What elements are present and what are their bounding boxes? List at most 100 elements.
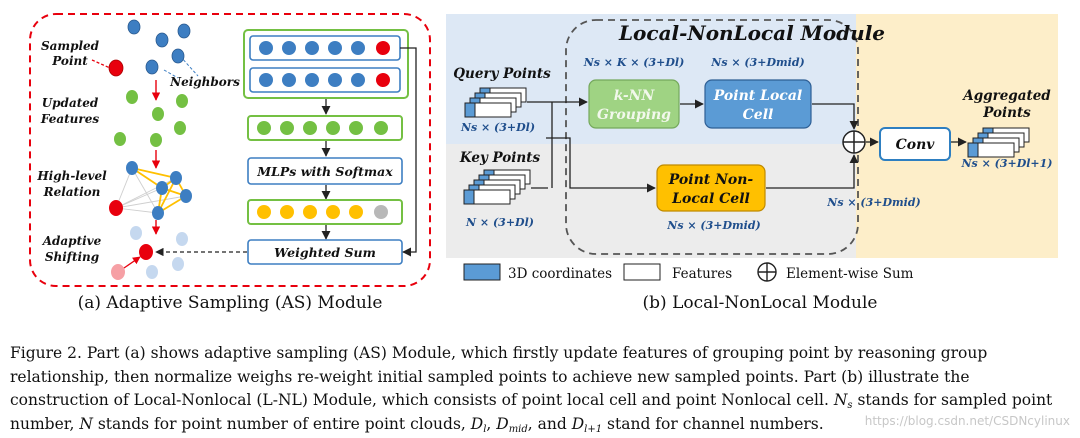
local-dim-label: Ns × (3+Dmid) — [710, 56, 804, 69]
caption-text-part2: stands for sampled point number, — [10, 391, 1053, 433]
updated-point — [114, 132, 126, 146]
faded-point — [130, 226, 142, 240]
panel-b: Local-NonLocal Module Query Points Ns × … — [446, 14, 1058, 313]
legend-sum-label: Element-wise Sum — [786, 266, 914, 282]
adaptive-shifting-label-line2: Shifting — [45, 250, 99, 264]
neighbor-point — [177, 23, 191, 39]
updated-point — [176, 94, 188, 108]
conv-label: Conv — [896, 137, 936, 153]
neighbor-features-row-1-dots — [259, 41, 390, 55]
figure-caption: Figure 2. Part (a) shows adaptive sampli… — [10, 342, 1072, 436]
legend-features-label: Features — [672, 266, 732, 282]
neighbor-point — [155, 32, 169, 48]
faded-point — [172, 257, 184, 271]
point-nonlocal-cell-label-line1: Point Non- — [668, 172, 754, 188]
caption-separator-1: , — [486, 414, 497, 433]
aggregated-points-label-line2: Points — [982, 105, 1031, 121]
query-points-label: Query Points — [453, 66, 551, 82]
legend-coords-swatch — [463, 263, 501, 281]
updated-point — [174, 121, 186, 135]
caption-dl-subscript: l — [483, 423, 487, 435]
relation-sampled-point — [109, 200, 123, 216]
caption-dl1-subscript: l+1 — [584, 423, 603, 435]
sampled-point — [108, 59, 124, 77]
point-cloud-shifted — [111, 226, 188, 280]
knn-grouping-label-line2: Grouping — [597, 107, 671, 123]
shifted-point — [139, 244, 153, 260]
sampled-point-label-line2: Point — [51, 54, 88, 68]
weighted-sum-label: Weighted Sum — [274, 245, 376, 260]
query-dim-label: Ns × (3+Dl) — [460, 121, 535, 134]
panel-a: Sampled Point Neighbors Updated Features… — [29, 13, 431, 313]
neighbor-features-row-2 — [249, 67, 401, 93]
high-level-relation-label-line2: Relation — [43, 185, 101, 199]
high-level-relation-label-line1: High-level — [36, 169, 107, 183]
point-cloud-neighbors — [108, 19, 191, 77]
relation-point — [180, 189, 192, 203]
caption-dl-variable: D — [470, 414, 484, 433]
arrow-local-to-sum — [812, 103, 859, 130]
relation-point — [126, 161, 138, 175]
neighbor-point — [127, 19, 141, 35]
adaptive-shifting-label-line1: Adaptive — [42, 234, 102, 248]
aggregated-points-label-line1: Aggregated — [961, 88, 1051, 104]
caption-separator-2: , and — [527, 414, 572, 433]
caption-text-part3: stands for point number of entire point … — [92, 414, 471, 433]
caption-dl1-variable: D — [571, 414, 585, 433]
watermark: https://blog.csdn.net/CSDNcylinux — [864, 414, 1070, 428]
knn-grouping-box — [588, 79, 680, 129]
bg-gray-region — [446, 144, 856, 258]
neighbor-features-group — [243, 29, 409, 99]
point-nonlocal-cell-label-line2: Local Cell — [671, 191, 750, 207]
point-cloud-relation — [109, 161, 192, 220]
sampled-point-label-line1: Sampled — [41, 39, 100, 53]
query-points-stack — [464, 87, 527, 118]
caption-ns-variable: N — [833, 391, 848, 409]
neighbor-features-row-2-dots — [259, 73, 390, 87]
aggregated-dim-label: Ns × (3+Dl+1) — [961, 157, 1053, 170]
relation-point — [170, 171, 182, 185]
neighbors-label: Neighbors — [169, 75, 240, 89]
updated-features-row — [247, 115, 403, 141]
neighbors-pointer-1 — [179, 55, 199, 77]
aggregated-points-stack — [967, 127, 1030, 158]
neighbor-point — [171, 48, 185, 64]
point-local-cell-label-line1: Point Local — [713, 88, 802, 104]
updated-point — [150, 133, 162, 147]
knn-dim-label: Ns × K × (3+Dl) — [583, 56, 685, 69]
relation-point — [156, 181, 168, 195]
caption-n-variable: N — [79, 414, 93, 433]
legend: 3D coordinates Features Element-wise Sum — [463, 262, 914, 282]
mlp-softmax-label: MLPs with Softmax — [256, 164, 393, 179]
figure-diagram: Sampled Point Neighbors Updated Features… — [29, 13, 1058, 313]
sampled-point-pointer — [91, 59, 111, 69]
point-nonlocal-cell-box — [656, 164, 766, 212]
weighted-sum-box — [247, 239, 403, 265]
arrow-nonlocal-to-sum — [766, 154, 859, 189]
legend-features-swatch — [623, 263, 661, 281]
updated-point — [126, 90, 138, 104]
legend-coords-label: 3D coordinates — [508, 266, 612, 282]
key-dim-label: N × (3+Dl) — [465, 216, 534, 229]
faded-point — [146, 265, 158, 279]
point-local-cell-label-line2: Cell — [743, 107, 774, 123]
knn-grouping-label-line1: k-NN — [614, 88, 656, 104]
point-cloud-updated — [114, 90, 188, 147]
arrow-to-nonlocal — [546, 137, 656, 193]
faded-point — [176, 232, 188, 246]
caption-ns-subscript: s — [847, 400, 853, 411]
relation-gray-edges — [115, 167, 187, 214]
neighbor-point — [145, 59, 159, 75]
updated-features-label-line1: Updated — [42, 96, 99, 110]
caption-dmid-variable: D — [496, 414, 509, 433]
caption-text-part4: stand for channel numbers. — [602, 414, 824, 433]
legend-sum-icon — [757, 262, 777, 282]
shift-arrow — [123, 256, 141, 269]
caption-text-part1: Part (a) shows adaptive sampling (AS) Mo… — [10, 344, 988, 409]
point-local-cell-box — [704, 79, 812, 129]
weights-row-dots — [257, 205, 388, 219]
local-nonlocal-title: Local-NonLocal Module — [618, 21, 885, 45]
caption-figure-number: Figure 2. — [10, 344, 82, 362]
weights-row — [247, 199, 403, 225]
